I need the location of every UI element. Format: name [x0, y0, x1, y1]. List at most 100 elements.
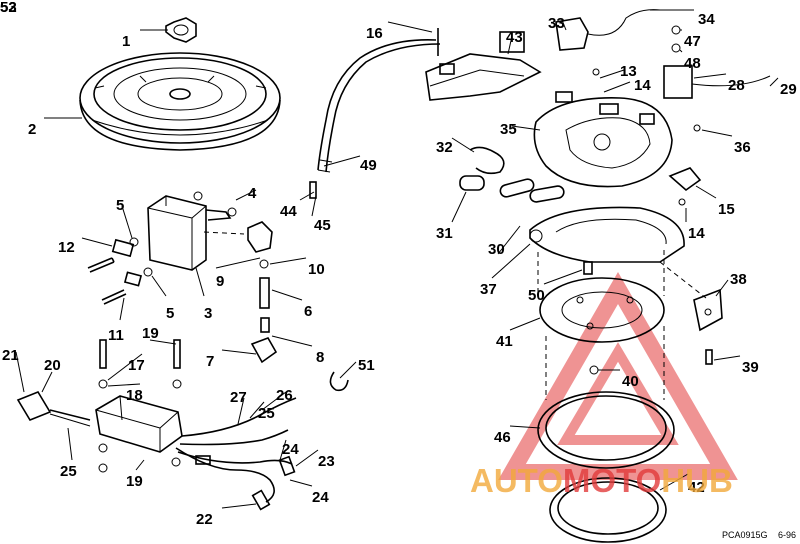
leader-line [41, 371, 53, 393]
callout-number: 44 [280, 203, 297, 220]
leader-line [269, 257, 307, 265]
leader-line [701, 129, 733, 137]
wire-leads [175, 397, 297, 511]
leader-line [249, 401, 265, 419]
ignition-coil-part [147, 191, 237, 271]
callout-number: 30 [488, 241, 505, 258]
callout-number: 40 [622, 373, 639, 390]
leader-line [151, 275, 167, 297]
callout-number: 37 [480, 281, 497, 298]
callout-number: 6 [304, 303, 312, 320]
callout-number: 3 [204, 305, 212, 322]
leader-line [271, 289, 303, 301]
callout-number: 9 [216, 273, 224, 290]
callout-number: 1 [122, 33, 130, 50]
leader-line [235, 189, 257, 201]
leader-line [339, 361, 357, 379]
callout-number: 17 [128, 357, 145, 374]
callout-number: 14 [634, 77, 651, 94]
callout-number: 46 [494, 429, 511, 446]
callout-number: 19 [142, 325, 159, 342]
sensor-parts [555, 9, 771, 206]
flywheel-nut-part [165, 17, 197, 43]
callout-number: 21 [2, 347, 19, 364]
callout-number: 38 [730, 271, 747, 288]
callout-number: 27 [230, 389, 247, 406]
leader-line [679, 49, 683, 53]
svg-text:AUTOMOTOHUB: AUTOMOTOHUB [470, 462, 733, 499]
callout-number: 35 [500, 121, 517, 138]
callout-number: 45 [314, 217, 331, 234]
callout-number: 33 [548, 15, 565, 32]
watermark-text: AUTOMOTOHUB [470, 462, 733, 499]
drawing-code: PCA0915G [722, 530, 768, 540]
leader-line [279, 439, 287, 461]
wedge-part [693, 288, 723, 332]
callout-number: 36 [734, 139, 751, 156]
leader-line [561, 19, 567, 31]
callout-number: 42 [688, 479, 705, 496]
leader-lines [15, 9, 779, 509]
callout-number: 19 [126, 473, 143, 490]
leader-line [119, 297, 125, 321]
watermark-auto: AUTO [470, 462, 563, 499]
leader-line [713, 355, 741, 361]
callout-number: 34 [698, 11, 715, 28]
bushing-parts [459, 146, 565, 203]
callout-number: 52 [0, 0, 17, 16]
leader-line [149, 339, 177, 345]
leader-line [271, 335, 313, 347]
watermark-moto: MOTO [563, 462, 661, 499]
callout-number: 48 [684, 55, 701, 72]
callout-number: 16 [366, 25, 383, 42]
leader-line [261, 391, 287, 411]
leader-line [299, 191, 315, 201]
leader-line [67, 427, 73, 461]
drawing-date: 6-96 [778, 530, 796, 540]
callout-number: 11 [108, 327, 124, 344]
stator-harness-part [309, 28, 542, 199]
leader-line [543, 269, 583, 285]
flywheel-part [79, 52, 281, 151]
leader-line [289, 479, 313, 487]
callout-number: 5 [166, 305, 174, 322]
callout-number: 5 [116, 197, 124, 214]
callout-number: 51 [358, 357, 375, 374]
callout-number: 24 [312, 489, 329, 506]
leader-line [387, 21, 433, 33]
leader-line [295, 449, 319, 467]
callout-number: 50 [528, 287, 545, 304]
dashed-lines [203, 231, 707, 400]
leader-line [323, 155, 361, 167]
leader-line [769, 77, 779, 87]
leader-line [599, 69, 625, 79]
callout-number: 4 [248, 185, 257, 202]
leader-line [215, 257, 261, 269]
leader-line [715, 279, 729, 297]
leader-line [507, 35, 513, 55]
callout-number: 53 [0, 0, 17, 16]
leader-line [135, 459, 145, 471]
clip-part [329, 371, 349, 392]
spark-boot-part [247, 221, 273, 253]
callout-number: 15 [718, 201, 735, 218]
leader-line [311, 195, 317, 217]
callout-number: 20 [44, 357, 61, 374]
callout-number: 14 [688, 225, 705, 242]
callout-number: 8 [316, 349, 324, 366]
callout-number: 10 [308, 261, 325, 278]
callout-number: 25 [60, 463, 77, 480]
leader-line [107, 383, 141, 387]
callout-number: 41 [496, 333, 513, 350]
callout-number: 49 [360, 157, 377, 174]
leader-line [491, 243, 531, 279]
leader-line [509, 425, 541, 429]
leader-line [511, 125, 541, 131]
screw-parts [87, 237, 153, 305]
connector-part [16, 391, 91, 427]
leader-line [15, 351, 25, 393]
callout-number: 25 [258, 405, 275, 422]
